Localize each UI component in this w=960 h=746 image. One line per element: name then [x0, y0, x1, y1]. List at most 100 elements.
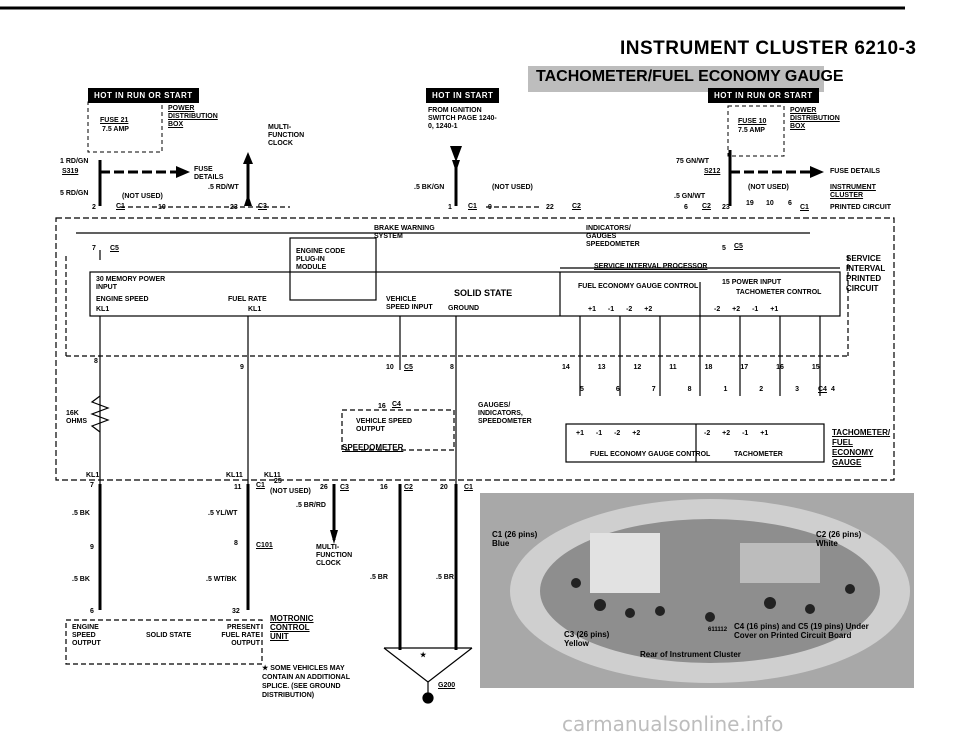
- bottom-c3: C3: [340, 484, 349, 491]
- fuel-rate-input: FUEL RATE: [228, 296, 267, 303]
- left-wire-3: .5 RD/WT: [208, 184, 239, 191]
- right-fuse-amp: 7.5 AMP: [738, 127, 765, 134]
- speed-box-c4: C4: [392, 401, 401, 408]
- right-pin-6b: 6: [788, 200, 792, 207]
- left-c1: C1: [116, 203, 125, 210]
- engine-speed-output: ENGINE SPEED OUTPUT: [72, 624, 101, 647]
- bottom-pin-9: 9: [90, 544, 94, 551]
- brake-warning-system: BRAKE WARNING SYSTEM: [374, 225, 435, 240]
- bottom-kl11a: KL11: [226, 472, 243, 479]
- cluster-c5-left: C5: [110, 245, 119, 252]
- fe-control-pins: +1 -1 -2 +2: [588, 306, 653, 313]
- motronic-solid-state: SOLID STATE: [146, 632, 192, 639]
- power-input-15: 15 POWER INPUT: [722, 279, 782, 286]
- right-pin-10: 10: [766, 200, 774, 207]
- right-not-used: (NOT USED): [748, 184, 789, 191]
- vehicle-speed-input: VEHICLE SPEED INPUT: [386, 296, 433, 311]
- gauges-indicators: GAUGES/ INDICATORS, SPEEDOMETER: [478, 402, 532, 425]
- bottom-pin-20: 20: [440, 484, 448, 491]
- splice-note: ★ SOME VEHICLES MAY CONTAIN AN ADDITIONA…: [262, 665, 350, 699]
- indicators-gauges: INDICATORS/ GAUGES SPEEDOMETER: [586, 225, 640, 248]
- hot-badge-middle: HOT IN START: [426, 88, 500, 103]
- service-interval-label: SERVICE INTERVAL PRINTED CIRCUIT: [846, 254, 886, 293]
- lower-fe-control: FUEL ECONOMY GAUGE CONTROL: [590, 451, 711, 458]
- left-wire-2: 5 RD/GN: [60, 190, 89, 197]
- lower-pin-8b: 8: [450, 364, 454, 371]
- subtitle-band: [528, 66, 824, 92]
- photo-c4-c5-label: C4 (16 pins) and C5 (19 pins) Under Cove…: [734, 622, 869, 640]
- lower-c5: C5: [404, 364, 413, 371]
- tachometer-control: TACHOMETER CONTROL: [736, 289, 822, 296]
- wire-wt-bk: .5 WT/BK: [206, 576, 237, 583]
- present-fuel-rate-output: PRESENT FUEL RATE OUTPUT: [221, 624, 260, 647]
- solid-state-label: SOLID STATE: [454, 288, 513, 298]
- right-wire-2: .5 GN/WT: [674, 193, 706, 200]
- cluster-photo-drawing: [510, 499, 910, 683]
- bottom-pin-8: 8: [234, 540, 238, 547]
- hot-badge-left: HOT IN RUN OR START: [88, 88, 199, 103]
- lower-pins-row2: 5 6 7 8 1 2 3 4: [580, 386, 835, 393]
- ground-label: GROUND: [448, 305, 480, 312]
- bottom-pin-16: 16: [380, 484, 388, 491]
- engine-speed-input: ENGINE SPEED: [96, 296, 149, 303]
- lower-c4: C4: [818, 386, 827, 393]
- lower-tachometer: TACHOMETER: [734, 451, 783, 458]
- engine-code-module: ENGINE CODE PLUG-IN MODULE: [296, 248, 346, 271]
- bottom-pin-7: 7: [90, 482, 94, 489]
- ground-g200: G200: [438, 682, 456, 689]
- bottom-multi-function-clock: MULTI-FUNCTION CLOCK: [316, 544, 353, 567]
- right-power-distribution-box: POWER DISTRIBUTION BOX: [790, 107, 840, 130]
- wire-yl-wt: .5 YL/WT: [208, 510, 238, 517]
- wire-br-1: .5 BR: [370, 574, 388, 581]
- motronic-control-unit: MOTRONIC CONTROL UNIT: [270, 614, 314, 641]
- kl1b-label: KL1: [248, 306, 262, 313]
- mid-c1: C1: [468, 203, 477, 210]
- bottom-kl11b: KL11: [264, 472, 281, 479]
- lower-kl1: KL1: [86, 472, 100, 479]
- right-wire-1: 75 GN/WT: [676, 158, 710, 165]
- photo-c1-label: C1 (26 pins) Blue: [492, 530, 538, 548]
- lower-pins-row: 14 13 12 11 18 17 16 15: [562, 364, 820, 371]
- right-fuse-details: FUSE DETAILS: [830, 168, 881, 175]
- tach-control-pins: -2 +2 -1 +1: [714, 306, 779, 313]
- wire-bk-1: .5 BK: [72, 510, 90, 517]
- instrument-cluster-label: INSTRUMENT CLUSTER: [830, 184, 876, 199]
- left-c3: C3: [258, 203, 267, 210]
- bottom-c1: C1: [256, 482, 265, 489]
- mid-c2: C2: [572, 203, 581, 210]
- page-title: INSTRUMENT CLUSTER 6210-3: [620, 38, 917, 59]
- top-multi-function-clock: MULTI-FUNCTION CLOCK: [268, 124, 305, 147]
- left-wire-1: 1 RD/GN: [60, 158, 89, 165]
- wire-br-2: .5 BR: [436, 574, 454, 581]
- bottom-c2: C2: [404, 484, 413, 491]
- bottom-pin-26: 26: [320, 484, 328, 491]
- left-pin-10: 10: [158, 204, 166, 211]
- watermark: carmanualsonline.info: [562, 712, 784, 736]
- right-pin-23: 23: [722, 204, 730, 211]
- left-fuse-details: FUSE DETAILS: [194, 166, 224, 181]
- mid-not-used: (NOT USED): [492, 184, 533, 191]
- left-not-used: (NOT USED): [122, 193, 163, 200]
- mid-pin-1: 1: [448, 204, 452, 211]
- speed-box-pin-16: 16: [378, 403, 386, 410]
- mid-pin-9: 9: [488, 204, 492, 211]
- left-pin-2: 2: [92, 204, 96, 211]
- lower-pin-9: 9: [240, 364, 244, 371]
- hot-badge-right: HOT IN RUN OR START: [708, 88, 819, 103]
- tach-fe-gauge-label: TACHOMETER/ FUEL ECONOMY GAUGE: [832, 428, 891, 467]
- right-c1: C1: [800, 204, 809, 211]
- left-fuse-label: FUSE 21: [100, 117, 129, 124]
- bottom-pin-6: 6: [90, 608, 94, 615]
- cluster-pin-7: 7: [92, 245, 96, 252]
- bottom-pin-25: 25: [274, 478, 282, 485]
- right-fuse-label: FUSE 10: [738, 118, 767, 125]
- connector-c101: C101: [256, 542, 273, 549]
- lower-pin-10: 10: [386, 364, 394, 371]
- left-fuse-amp: 7.5 AMP: [102, 126, 129, 133]
- right-pin-19: 19: [746, 200, 754, 207]
- photo-rear-label: Rear of Instrument Cluster: [640, 650, 741, 659]
- fe-gauge-control: FUEL ECONOMY GAUGE CONTROL: [578, 283, 699, 290]
- cluster-rear-photo: [480, 493, 914, 688]
- bottom-pin-32: 32: [232, 608, 240, 615]
